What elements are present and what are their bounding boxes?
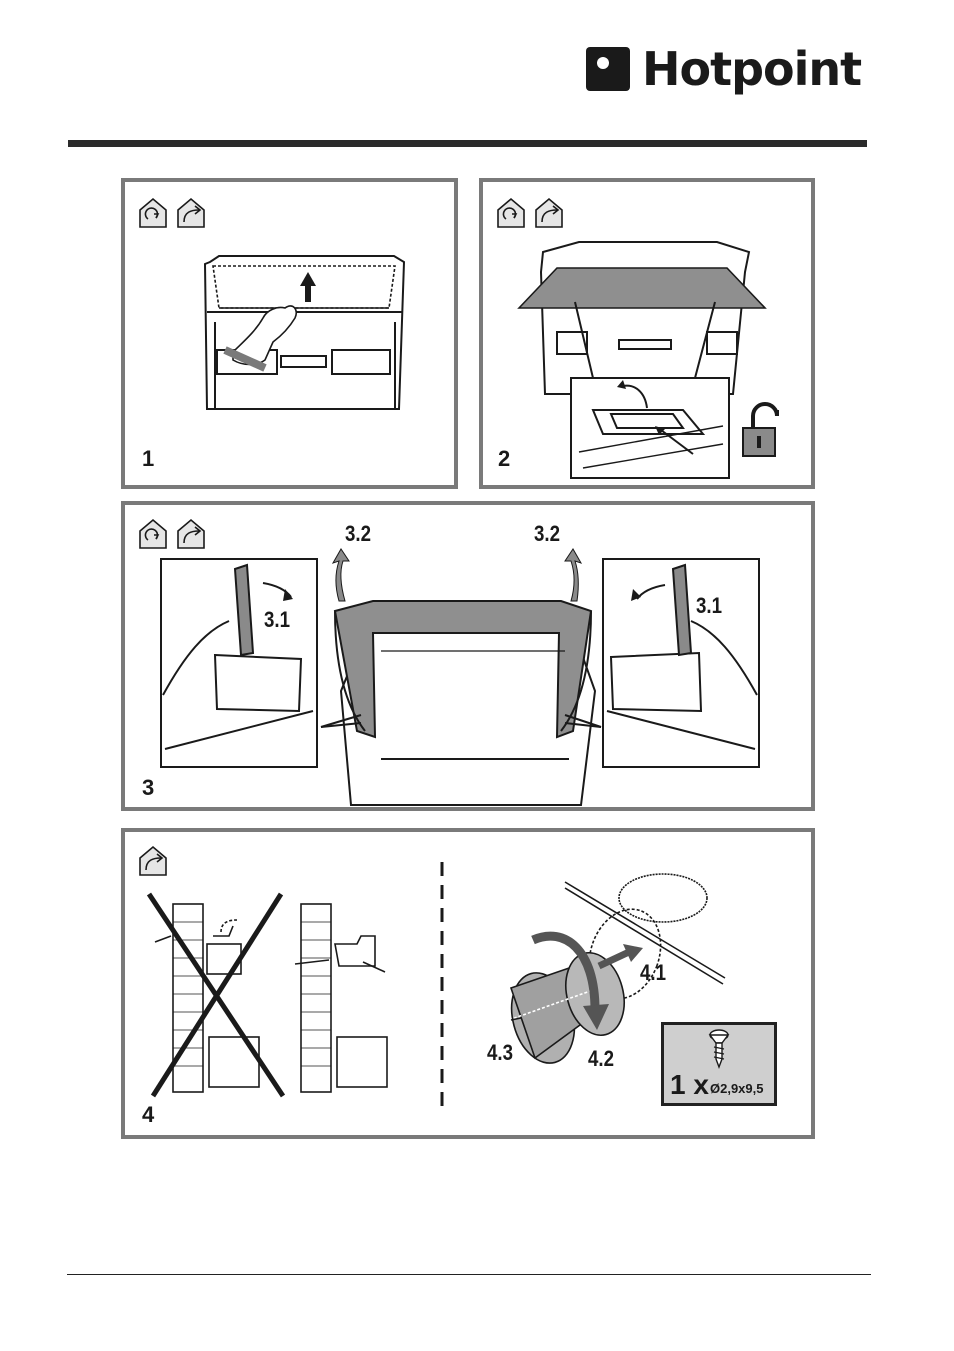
left-detail-inset: [161, 559, 317, 767]
step-4-panel: 4.1 4.2 4.3 1 x Ø2,9x9,5 4: [121, 828, 815, 1139]
step-1-illustration: [125, 182, 462, 493]
lift-arrow-left-icon: [333, 549, 349, 601]
step-3-panel: 3.2 3.2 3.1 3.1 3: [121, 501, 815, 811]
extraction-icon: [536, 199, 562, 227]
correct-install-diagram: [295, 904, 387, 1092]
logo-mark-icon: [586, 47, 630, 91]
callout-3-2-right: 3.2: [534, 521, 560, 547]
step-3-number: 3: [142, 775, 154, 801]
recirculation-icon: [140, 520, 166, 548]
callout-3-2-left: 3.2: [345, 521, 371, 547]
logo-text: Hotpoint: [642, 46, 861, 92]
extraction-icon: [178, 199, 204, 227]
callout-3-1-right: 3.1: [696, 593, 722, 619]
step-4-number: 4: [142, 1102, 154, 1128]
right-detail-inset: [603, 559, 759, 767]
screw-quantity: 1 x: [670, 1069, 709, 1101]
recirculation-icon: [498, 199, 524, 227]
hotpoint-logo: Hotpoint: [586, 40, 861, 98]
header-rule: [68, 140, 867, 147]
hood-body: [541, 242, 749, 394]
callout-3-1-left: 3.1: [264, 607, 290, 633]
step-1-number: 1: [142, 446, 154, 472]
recirculation-icon: [140, 199, 166, 227]
extraction-icon: [140, 847, 166, 875]
step-2-number: 2: [498, 446, 510, 472]
screw-icon: [664, 1025, 774, 1069]
step-2-illustration: [483, 182, 819, 493]
callout-4-3: 4.3: [487, 1040, 513, 1066]
lift-arrow-right-icon: [565, 549, 581, 601]
footer-rule: [67, 1274, 871, 1275]
callout-4-2: 4.2: [588, 1046, 614, 1072]
filter-panel: [519, 268, 765, 308]
unlock-icon: [743, 404, 777, 456]
step-3-illustration: [125, 505, 819, 815]
screw-spec-box: 1 x Ø2,9x9,5: [661, 1022, 777, 1106]
hood-open: [321, 601, 601, 805]
screw-spec-label: Ø2,9x9,5: [710, 1081, 764, 1096]
extraction-icon: [178, 520, 204, 548]
callout-4-1: 4.1: [640, 960, 666, 986]
step-1-panel: 1: [121, 178, 458, 489]
grease-filter: [213, 266, 395, 308]
step-2-panel: 2: [479, 178, 815, 489]
